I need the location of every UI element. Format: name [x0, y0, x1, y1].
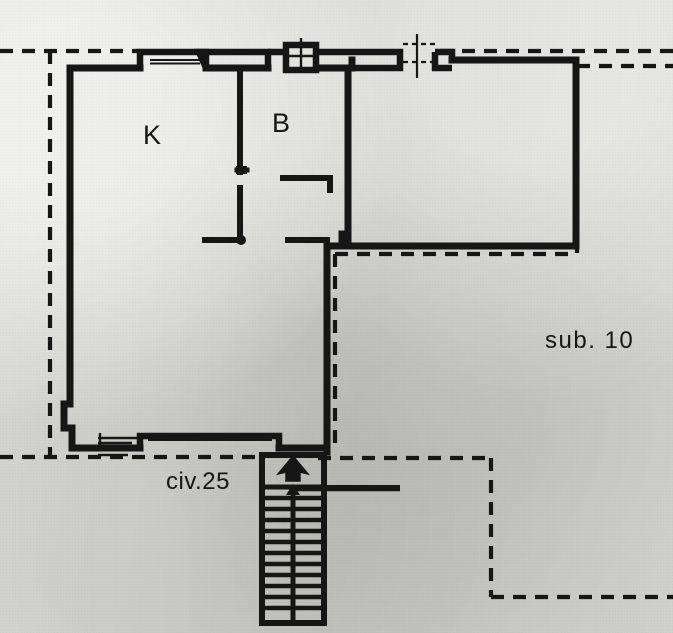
interior-partitions [202, 69, 250, 243]
window-top-third [330, 48, 404, 72]
pillar-top-center [268, 38, 330, 74]
door-jambs [236, 166, 247, 245]
stair-up-arrow-icon [275, 454, 311, 482]
window-bottom [136, 432, 283, 448]
window-top-third-frame [330, 48, 404, 72]
room-label-kitchen: K [143, 120, 162, 150]
door-pivot-nib-kitchen [236, 235, 246, 245]
cadastral-boundary-dashed [0, 48, 673, 600]
bathroom-lower-walls [280, 175, 333, 243]
staircase-treads [262, 495, 324, 611]
window-top-right-room-frame [435, 48, 456, 60]
window-bottom-frame [136, 432, 283, 448]
window-top-right-room-sill [431, 52, 452, 72]
window-top-second [194, 48, 272, 70]
door-jamb-block-bathroom [236, 166, 247, 174]
pillar-top-center-crosshair [288, 38, 314, 68]
wall-exterior-left [60, 64, 100, 452]
bottom-left-measure-ticks [98, 433, 138, 457]
civic-number-label: civ.25 [166, 468, 230, 495]
axis-crosshair-mark [403, 34, 437, 78]
room-label-bathroom: B [272, 108, 291, 138]
right-room-walls [338, 56, 580, 250]
stair-landing-arrow-icon [286, 484, 300, 495]
window-top-second-frame [194, 48, 272, 70]
staircase [259, 452, 400, 626]
apartment-walls [60, 64, 352, 456]
window-top-right-room [431, 48, 456, 72]
subunit-label: sub. 10 [545, 327, 635, 354]
window-top-left [136, 48, 210, 68]
